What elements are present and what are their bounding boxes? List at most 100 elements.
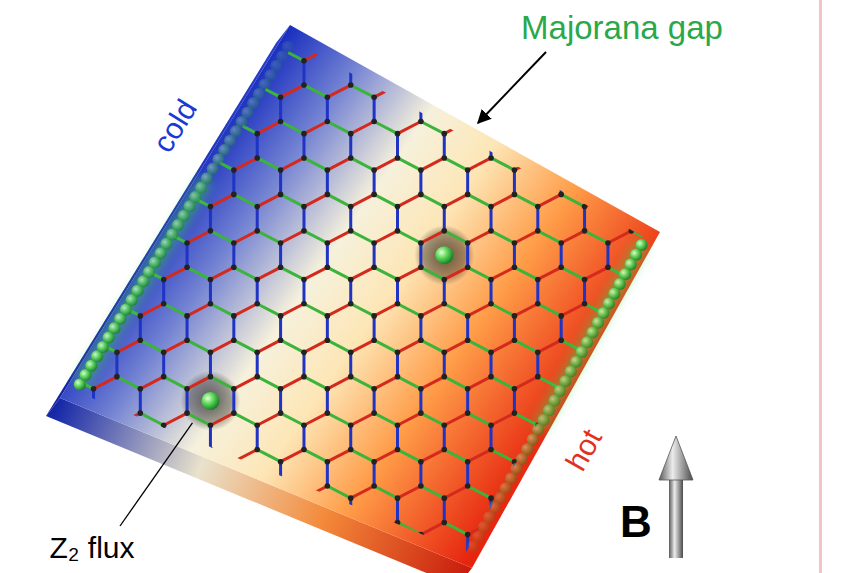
lattice-bond [678,231,701,243]
lattice-bond [140,559,163,571]
lattice-site [792,192,798,198]
lattice-bond [396,498,399,522]
lattice-bond [256,279,259,303]
lattice-bond [677,279,680,303]
lattice-site [769,350,775,356]
lattice-site [582,520,588,526]
lattice-bond [398,122,421,134]
lattice-site [558,265,564,271]
lattice-bond [725,49,748,61]
lattice-site [254,155,260,161]
lattice-bond [187,12,210,24]
lattice-bond [421,158,444,170]
lattice-bond [840,535,843,559]
lattice-site [348,301,354,307]
lattice-site [839,483,843,489]
lattice-bond [701,158,724,170]
lattice-bond [374,304,397,316]
lattice-site [418,337,424,343]
lattice-bond [70,194,93,206]
lattice-site [395,82,401,88]
lattice-site [582,495,588,501]
lattice-bond [701,377,724,389]
lattice-site [325,386,331,392]
lattice-bond [513,535,516,559]
lattice-bond [725,377,748,389]
lattice-site [675,82,681,88]
lattice-bond [723,352,726,376]
lattice-site [441,350,447,356]
lattice-bond [818,486,841,498]
lattice-bond [725,85,748,97]
lattice-bond [608,85,631,97]
lattice-site [184,532,190,538]
lattice-bond [770,425,773,449]
lattice-site [0,313,3,319]
lattice-site [418,192,424,198]
lattice-bond [678,267,701,279]
lattice-site [582,58,588,64]
lattice-site [629,374,635,380]
lattice-site [137,459,143,465]
lattice-bond [491,340,514,352]
lattice-bond [561,267,584,279]
lattice-site [254,568,260,573]
lattice-bond [256,134,259,158]
lattice-bond [70,340,93,352]
lattice-bond [606,535,609,559]
lattice-bond [281,377,304,389]
lattice-bond [92,24,95,48]
side-label: hot [561,424,608,475]
lattice-bond [466,243,469,267]
lattice-bond [302,425,305,449]
lattice-bond [677,352,680,376]
lattice-site [652,167,658,173]
lattice-site [512,265,518,271]
lattice-bond [117,413,140,425]
lattice-bond [281,85,304,97]
lattice-site [67,228,73,234]
lattice-site [254,9,260,15]
lattice-bond [443,425,446,449]
lattice-site [44,46,50,52]
lattice-bond [772,158,795,170]
lattice-site [278,483,284,489]
lattice-bond [69,571,72,573]
lattice-bond [209,425,212,449]
lattice-bond [327,158,350,170]
lattice-site [745,94,751,100]
lattice-site [512,532,518,538]
lattice-bond [117,158,140,170]
lattice-bond [23,267,46,279]
lattice-bond [840,24,843,48]
lattice-site [21,82,27,88]
lattice-site [161,495,167,501]
lattice-bond [608,486,631,498]
lattice-site [465,119,471,125]
lattice-bond [443,207,446,231]
lattice-site [675,58,681,64]
lattice-bond [327,413,350,425]
lattice-bond [374,377,397,389]
lattice-bond [279,24,282,48]
lattice-site [184,483,190,489]
lattice-bond [69,352,72,376]
lattice-site [675,350,681,356]
lattice-bond [701,340,724,352]
lattice-bond [117,122,140,134]
lattice-bond [842,486,843,498]
lattice-site [161,155,167,161]
lattice-bond [47,122,70,134]
lattice-site [161,447,167,453]
lattice-bond [421,194,444,206]
lattice-bond [374,522,397,534]
lattice-site [254,131,260,137]
lattice-bond [770,0,773,12]
lattice-bond [536,352,539,376]
lattice-bond [842,122,843,134]
lattice-bond [45,97,48,121]
lattice-bond [723,425,726,449]
lattice-site [208,277,214,283]
lattice-bond [351,85,374,97]
lattice-site [745,313,751,319]
